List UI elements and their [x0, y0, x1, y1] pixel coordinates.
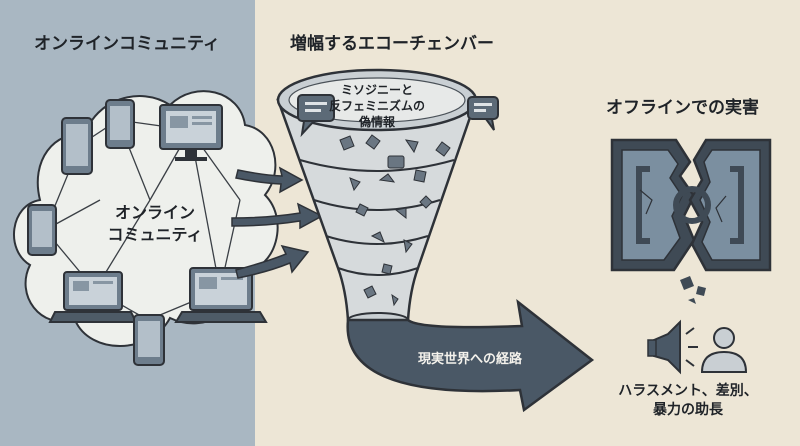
debris-shards [339, 134, 451, 307]
speech-bubble-icon [467, 96, 499, 131]
online-community-title: オンラインコミュニティ [34, 34, 220, 54]
funnel-label-line2: 反フェミニズムの [328, 99, 425, 113]
cloud-label: オンライン コミュニティ [100, 202, 210, 246]
funnel-label-line1: ミソジニーと [340, 83, 413, 97]
echo-chamber-title: 増幅するエコーチェンバー [290, 34, 494, 54]
smartphone-icon [105, 99, 135, 149]
offline-harm-title: オフラインでの実害 [606, 98, 759, 118]
harm-caption: ハラスメント、差別、 暴力の助長 [596, 382, 780, 420]
broken-symbol-icon [610, 138, 772, 304]
funnel-label-line3: 偽情報 [358, 115, 395, 129]
person-icon [700, 327, 748, 373]
harm-caption-line2: 暴力の助長 [653, 402, 723, 418]
harm-caption-line1: ハラスメント、差別、 [618, 383, 758, 399]
megaphone-icon [647, 319, 698, 375]
smartphone-icon [61, 117, 93, 175]
cloud-label-line2: コミュニティ [107, 225, 203, 244]
smartphone-icon [27, 204, 57, 256]
monitor-icon [159, 104, 223, 161]
tablet-icon [133, 314, 165, 366]
laptop-icon [48, 271, 138, 323]
speech-bubble-icon [297, 94, 335, 138]
pathway-arrow-label: 現実世界への経路 [418, 352, 523, 367]
laptop-icon [174, 267, 268, 323]
inflow-arrows [231, 166, 324, 279]
funnel-label: ミソジニーと 反フェミニズムの 偽情報 [327, 82, 427, 130]
real-world-pathway-arrow [346, 299, 595, 413]
cloud-label-line1: オンライン [114, 203, 195, 222]
